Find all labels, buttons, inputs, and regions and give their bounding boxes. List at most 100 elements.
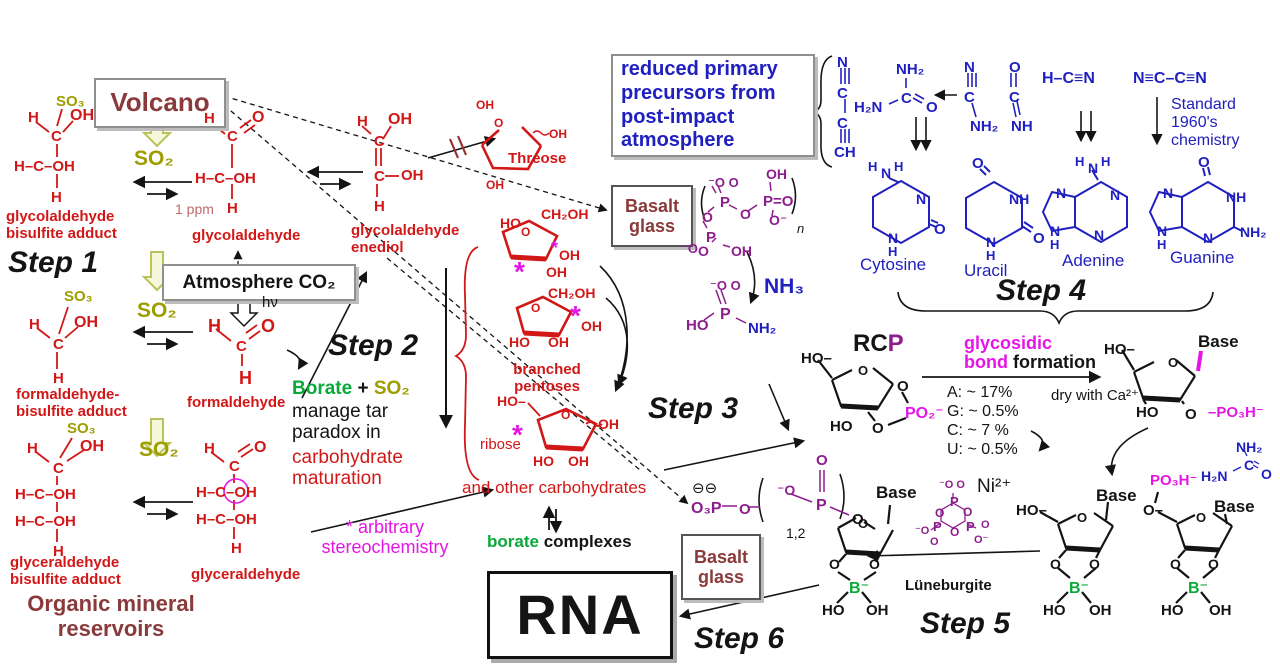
pp-p3: P [706,229,717,246]
rib-ho2: HO [533,453,554,469]
pa-nh2: NH₂ [748,320,777,337]
tmp-o3: O [950,525,960,539]
glycosidic-line2-part-0: bond [964,352,1008,372]
so2-label-2: SO₂ [137,299,177,322]
pa-ho: HO [686,317,709,334]
rcp-po2: PO₂⁻ [905,405,944,422]
glyc-h2: H [231,540,242,557]
bp2-ch2oh: CH₂OH [548,285,596,301]
bp1-ast2: * [514,256,525,287]
rib-ho: HO– [497,393,526,409]
basalt-glass-box-1-line-1: glass [628,216,676,236]
arbitrary-stereochemistry-note: * arbitrary stereochemistry [321,517,449,558]
rib-o: O [561,408,571,422]
gua-n1: N [1203,230,1214,246]
yield-u: U: ~ 0.5% [947,441,1018,458]
bn2-o2: O [1089,556,1100,572]
ened-c2: C [374,168,385,185]
branched-pentoses-name: branched pentoses [513,361,581,395]
gba-chain: H–C–OH [14,158,75,175]
so3-label-1: SO₃ [56,93,85,110]
nh3-label: NH₃ [764,275,805,298]
dp-o3p: O₃P [691,500,722,517]
yield-c: C: ~ 7 % [947,422,1009,439]
form-c: C [236,338,247,355]
pp-t1: ⁻O O [708,175,739,190]
rib-oh2: OH [568,453,589,469]
borate-so2-line-part-1: + [352,378,374,399]
hnco-nh: NH [1011,118,1033,135]
tmp-p3: P [966,519,975,534]
thr-oh3: OH [486,178,504,192]
threose-name: Threose [508,150,567,167]
hnco-c: C [1009,89,1020,106]
cyanamide-nh2: NH₂ [970,118,999,135]
equilibrium-arrows [132,165,563,534]
formaldehyde-name: formaldehyde [187,394,286,411]
luneburgite-label: Lüneburgite [905,577,992,594]
organic-mineral-reservoirs: Organic mineral reservoirs [27,591,195,641]
volcano-box: Volcano [94,78,226,128]
rna-box-line-0: RNA [516,582,644,646]
rcp-o1: O [897,378,909,395]
bn2-ho2: HO [1043,602,1066,619]
gua-n3: N [1157,223,1168,239]
gua-h: H [1157,237,1167,252]
volcano-box-line-0: Volcano [110,87,210,118]
borate-so2-line: Borate + SO₂ [292,378,410,399]
pp-oh1: OH [766,166,787,182]
urea1-nh2: NH₂ [896,61,925,78]
bn3-base: Base [1214,497,1255,516]
reduced-precursors-box-line-0: reduced primary [621,58,778,81]
circled-minus-pair: ⊖⊖ [692,480,718,497]
glycolaldehyde-name: glycolaldehyde [192,227,301,244]
dp-o-top: O [816,452,828,469]
dp-bracket-right [839,473,845,520]
ened-oh: OH [388,111,412,128]
yield-a: A: ~ 17% [947,384,1013,401]
step-1-label: Step 1 [8,246,99,279]
hnco-o: O [1009,59,1021,76]
and-other-carbohydrates: and other carbohydrates [462,478,647,497]
ura-nh: NH [1009,191,1030,207]
rcp-o2: O [872,420,884,437]
cyanamide-c: C [964,89,975,106]
carbohydrate-maturation-text: carbohydrate maturation [292,447,403,490]
pa-t: ⁻O O [710,278,741,293]
ade-h2: H [1101,154,1111,169]
urea2-nh2: NH₂ [1236,439,1263,455]
basalt-glass-box-2-line-1: glass [697,567,745,587]
tmp-p2: P [933,519,942,534]
tmp-o6: O⁻ [974,534,989,546]
cya-ch: CH [834,144,856,161]
grba-oh: OH [80,438,104,455]
bp1-ch2oh: CH₂OH [541,206,589,222]
ade-n2: N [1094,227,1105,243]
pp-oh2: OH [731,243,752,259]
dp-index: 1,2 [786,525,806,541]
ade-n1: N [1110,187,1121,203]
dp-o-link: O [852,511,864,528]
ura-n: N [986,234,997,250]
gba-h-bot: H [51,189,62,206]
tmp-o4: O [930,536,939,548]
so3-label-3: SO₃ [67,420,96,437]
form-h2: H [239,368,252,388]
basalt-glass-box-1-line-0: Basalt [624,195,680,216]
ade-h3: H [1050,237,1060,252]
form-o: O [261,316,276,336]
form-h: H [208,316,221,336]
grba-h2: H [53,543,64,560]
tmp-mo1: ⁻O [915,525,930,537]
ura-o1: O [972,155,984,172]
glyceraldehyde-name: glyceraldehyde [191,566,301,583]
ade-n3: N [1056,185,1067,201]
cyt-n1: N [916,191,927,207]
glycosidic-line1: glycosidic [964,333,1053,353]
cyt-o: O [934,221,946,238]
cya-c2: C [837,115,848,132]
gly-h2: H [227,200,238,217]
ade-h1: H [1075,154,1085,169]
